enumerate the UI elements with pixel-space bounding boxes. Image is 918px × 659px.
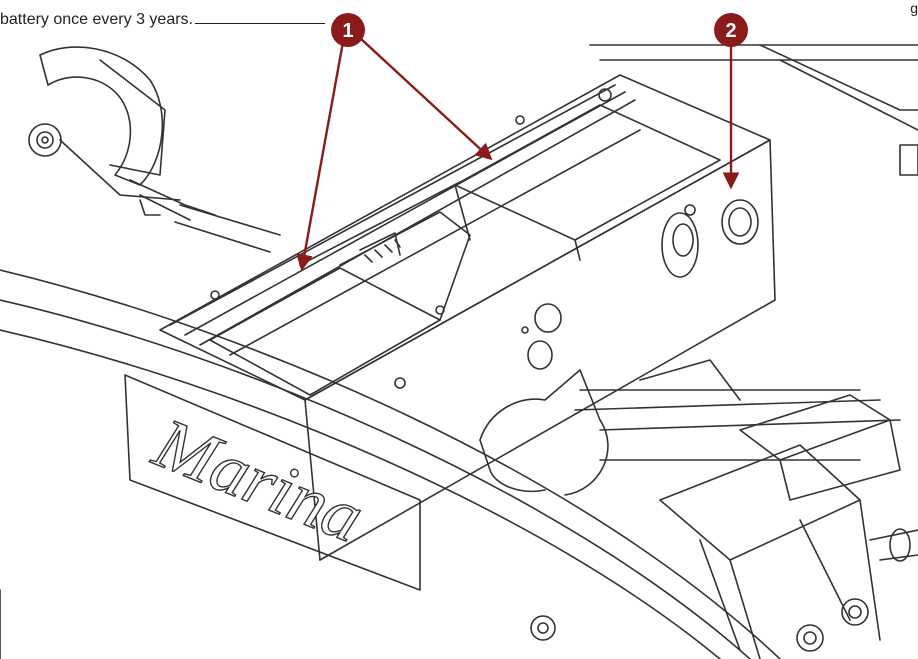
callout-1-label: 1 xyxy=(342,20,353,42)
logo-text: Marina xyxy=(143,402,374,557)
control-knob xyxy=(661,204,699,278)
charger-socket xyxy=(721,199,759,245)
top-right-frame-rail xyxy=(589,44,918,176)
callout-1-arrow-rail-b xyxy=(359,37,493,161)
callout-2-badge: 2 xyxy=(714,13,748,47)
wheel-hub xyxy=(28,46,281,253)
callout-1-badge: 1 xyxy=(331,13,365,47)
callout-2-label: 2 xyxy=(725,20,736,42)
caption-label: battery once every 3 years. xyxy=(0,11,193,28)
battery-housing xyxy=(159,74,776,561)
callout-leaders xyxy=(296,37,740,272)
housing-holes xyxy=(394,303,562,389)
logo-plate xyxy=(124,374,421,591)
caption-text: battery once every 3 years. xyxy=(0,11,325,29)
caption-underline xyxy=(194,22,325,24)
brake-linkage xyxy=(639,359,918,659)
caption-fragment-right: g xyxy=(910,0,918,16)
callout-1-arrow-rail-a xyxy=(296,41,345,272)
front-frame-bar xyxy=(0,269,781,659)
